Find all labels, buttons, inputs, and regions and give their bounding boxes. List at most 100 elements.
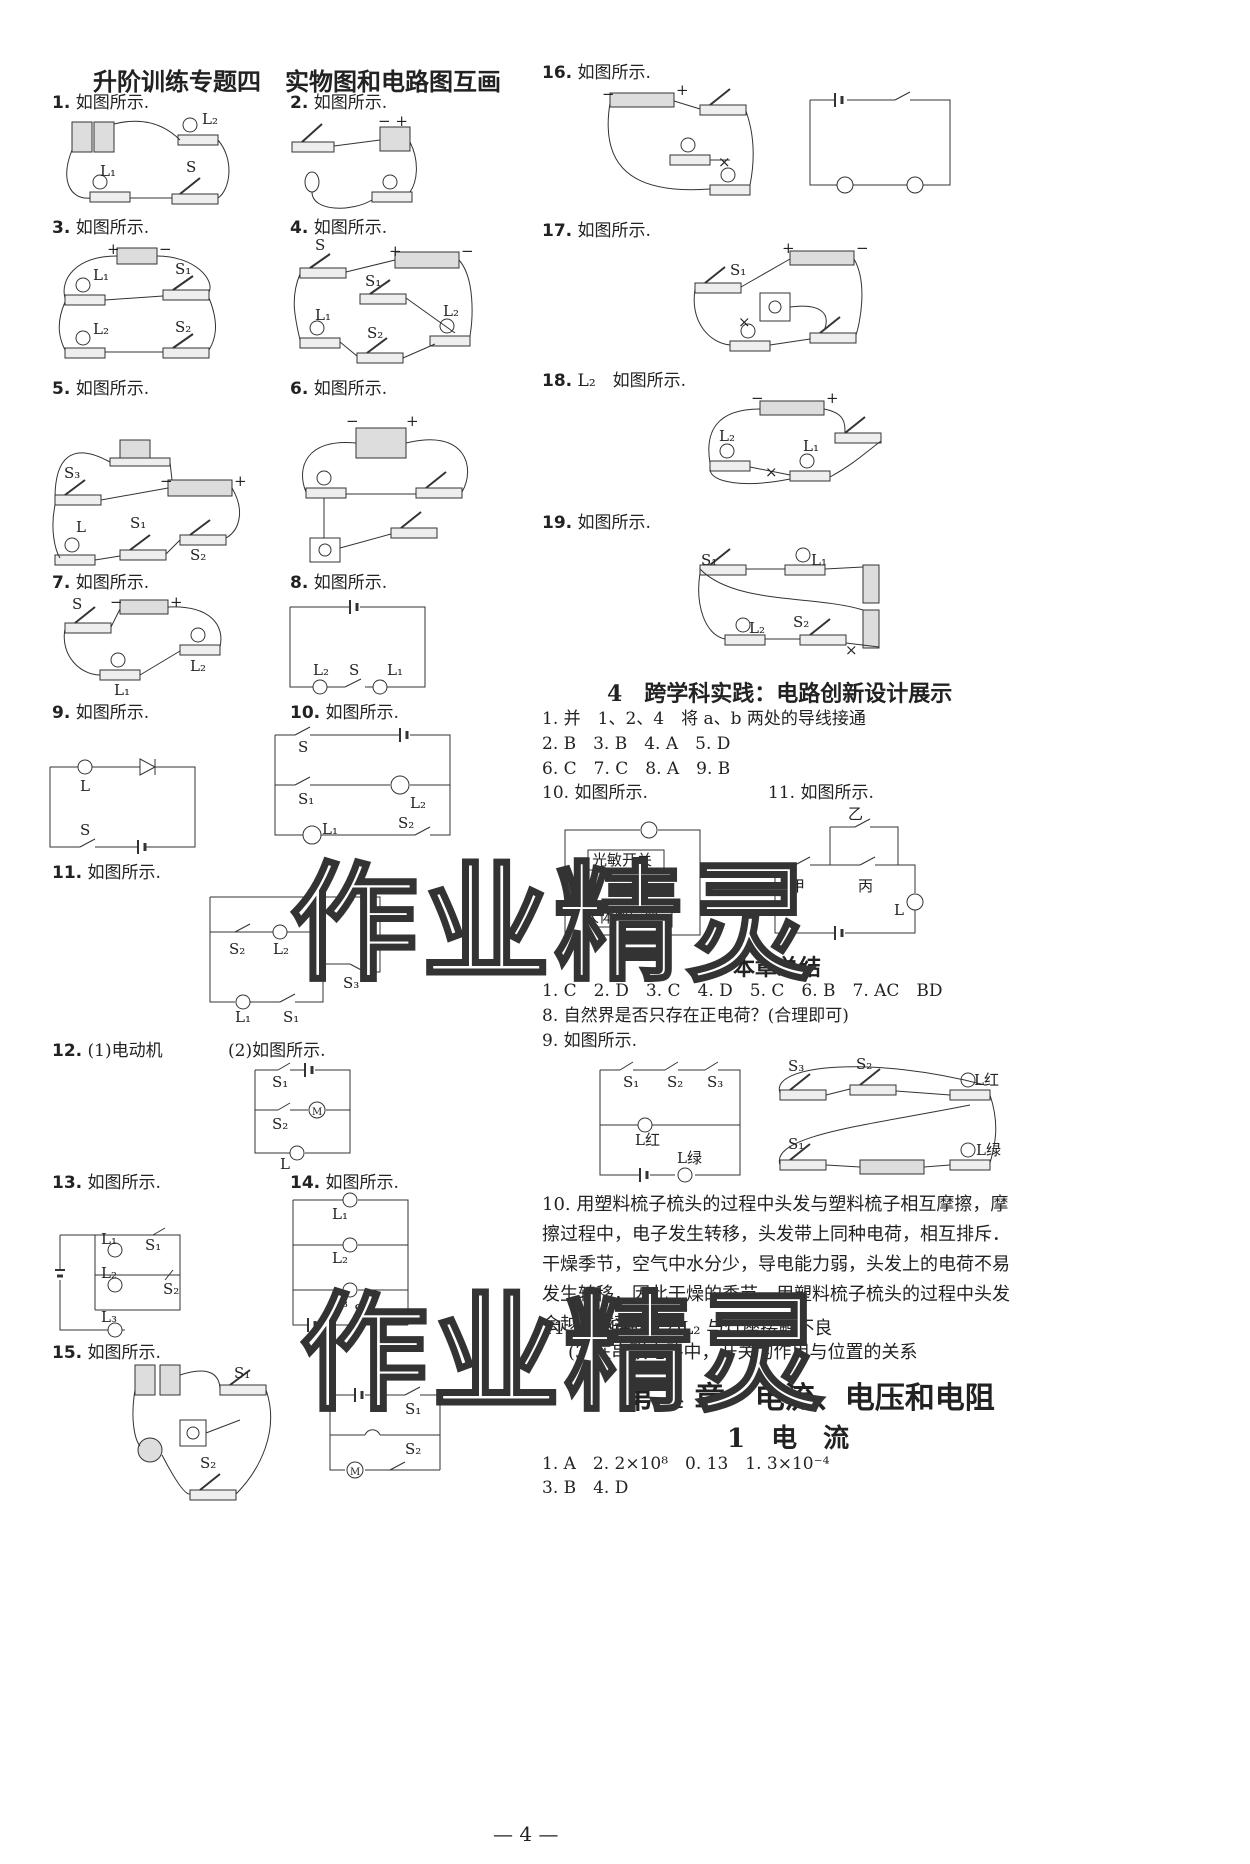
svg-text:−: − (110, 593, 123, 611)
answer-item-10: 10. 如图所示. (290, 703, 399, 723)
svg-text:S: S (354, 1301, 364, 1319)
svg-text:S₂: S₂ (175, 318, 191, 336)
svg-text:L₁: L₁ (315, 306, 331, 324)
summary-answer-11a: 11. (1)断开 (2)L₂ 与灯座接触不良 (542, 1318, 833, 1339)
svg-text:L₁: L₁ (322, 820, 338, 838)
answer-item-4: 4. 如图所示. (290, 218, 388, 238)
answer-item-18: 18. L₂ 如图所示. (542, 371, 687, 391)
svg-text:S₂: S₂ (667, 1073, 683, 1091)
svg-text:L: L (894, 901, 904, 919)
lesson-title: 1 电 流 (727, 1424, 850, 1454)
chapter-summary-title: 本章总结 (733, 955, 822, 981)
svg-text:−: − (346, 412, 359, 430)
svg-text:L₂: L₂ (313, 661, 329, 679)
answer-item-16: 16. 如图所示. (542, 63, 651, 83)
svg-text:L₂: L₂ (749, 619, 765, 637)
svg-text:L₁: L₁ (101, 1230, 117, 1248)
svg-text:S₁: S₁ (145, 1236, 161, 1254)
lesson-line-2: 3. B 4. D (542, 1478, 629, 1498)
svg-text:L₂: L₂ (443, 302, 459, 320)
svg-text:+: + (234, 472, 247, 490)
svg-text:L₁: L₁ (114, 681, 130, 699)
section-title: 升阶训练专题四 实物图和电路图互画 (93, 67, 501, 96)
svg-text:S₂: S₂ (272, 1115, 288, 1133)
watermark-2: 作业精灵 (298, 1279, 829, 1431)
svg-text:+: + (406, 412, 419, 430)
answer-item-15: 15. 如图所示. (52, 1343, 161, 1363)
svg-text:L₂: L₂ (93, 320, 109, 338)
svg-text:L红: L红 (974, 1071, 999, 1089)
answer-item-8: 8. 如图所示. (290, 573, 388, 593)
svg-text:L₁: L₁ (100, 162, 116, 180)
svg-text:S₁: S₁ (730, 261, 746, 279)
answer-item-14: 14. 如图所示. (290, 1173, 399, 1193)
svg-text:+: + (676, 81, 689, 99)
answer-item-17: 17. 如图所示. (542, 221, 651, 241)
svg-text:S: S (298, 738, 308, 756)
figure-16-circuit-diagram (809, 91, 951, 194)
answer-item-1: 1. 如图所示. (52, 93, 150, 113)
summary-line-8: 8. 自然界是否只存在正电荷？(合理即可) (542, 1006, 849, 1026)
figure-s4-10-circuit: 光敏开关 人体感应器 (564, 821, 701, 942)
svg-text:S₃: S₃ (707, 1073, 723, 1091)
svg-text:L₃: L₃ (332, 1293, 348, 1311)
summary-answer-11b: (3)在串联电路中，开关的作用与位置的关系 (568, 1342, 918, 1363)
watermark-1: 作业精灵 (288, 849, 819, 1001)
answer-item-19: 19. 如图所示. (542, 513, 651, 533)
svg-text:+: + (826, 389, 839, 407)
svg-text:S₃: S₃ (788, 1057, 804, 1075)
svg-text:S₁: S₁ (701, 551, 717, 569)
svg-text:−: − (160, 472, 173, 490)
svg-text:S₂: S₂ (190, 546, 206, 564)
svg-text:M: M (312, 1107, 322, 1118)
svg-text:S₂: S₂ (398, 814, 414, 832)
svg-text:×: × (718, 153, 731, 171)
figure-6-physical-circuit: −+ (302, 412, 469, 563)
svg-text:L红: L红 (635, 1131, 660, 1149)
svg-text:L₁: L₁ (235, 1008, 251, 1026)
svg-text:S₁: S₁ (234, 1364, 250, 1382)
s4-line-3: 6. C 7. C 8. A 9. B (542, 759, 731, 779)
svg-text:光敏开关: 光敏开关 (592, 851, 652, 869)
svg-text:L绿: L绿 (976, 1141, 1001, 1159)
svg-text:L: L (76, 518, 86, 536)
svg-text:丙: 丙 (858, 877, 873, 895)
figure-s4-11-circuit: 乙甲 丙L (774, 805, 924, 940)
svg-text:L₂: L₂ (719, 427, 735, 445)
svg-text:S: S (349, 661, 359, 679)
svg-text:L₂: L₂ (101, 1264, 117, 1282)
svg-text:S: S (72, 595, 82, 613)
svg-text:−: − (856, 239, 869, 257)
svg-text:S₁: S₁ (298, 790, 314, 808)
svg-text:L₃: L₃ (101, 1308, 117, 1326)
answer-item-7: 7. 如图所示. (52, 573, 150, 593)
s4-line-1: 1. 并 1、2、4 将 a、b 两处的导线接通 (542, 709, 866, 729)
s4-item-10: 10. 如图所示. (542, 783, 648, 803)
svg-text:S₁: S₁ (623, 1073, 639, 1091)
summary-line-1: 1. C 2. D 3. C 4. D 5. C 6. B 7. AC BD (542, 981, 943, 1001)
answer-item-13: 13. 如图所示. (52, 1173, 161, 1193)
svg-text:S₂: S₂ (367, 324, 383, 342)
svg-text:+: + (107, 240, 120, 258)
answer-item-3: 3. 如图所示. (52, 218, 150, 238)
svg-text:S₂: S₂ (856, 1055, 872, 1073)
svg-text:S₂: S₂ (793, 613, 809, 631)
svg-text:乙: 乙 (848, 805, 863, 823)
svg-text:−: − (159, 240, 172, 258)
